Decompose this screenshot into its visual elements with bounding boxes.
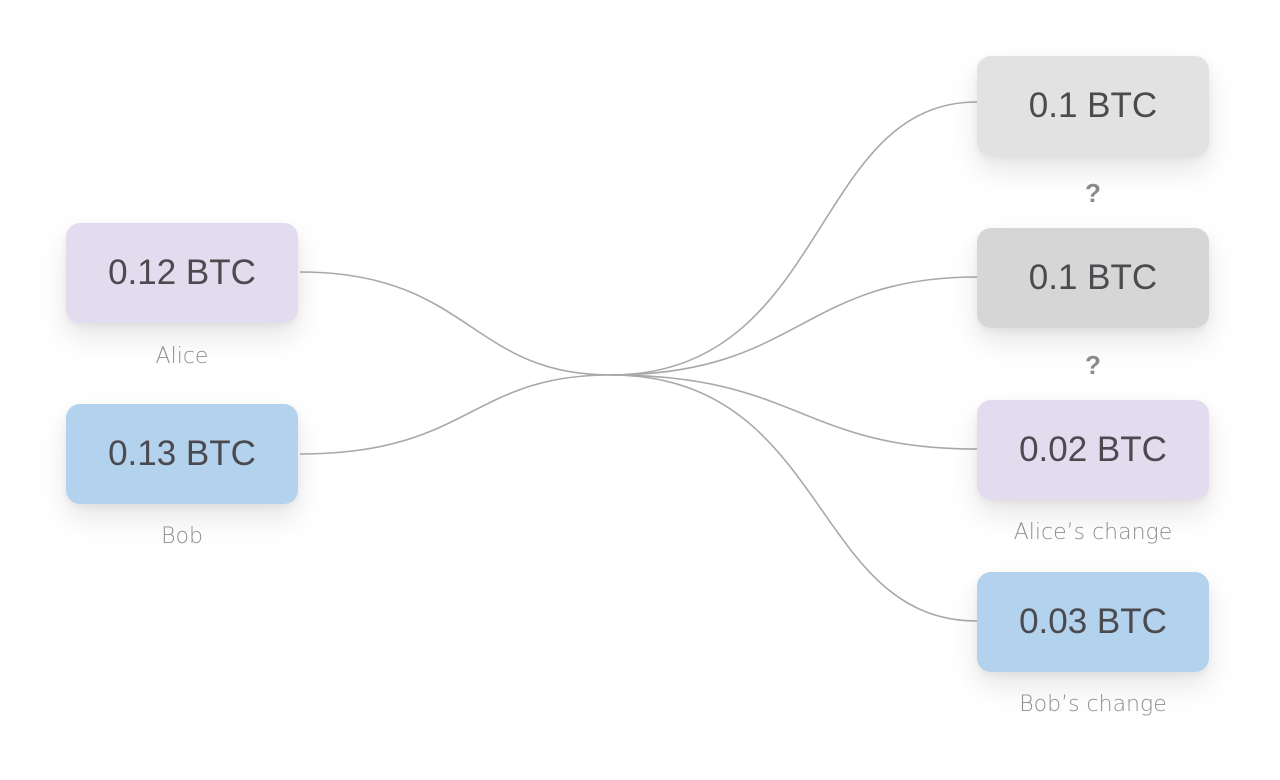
output-box-1: 0.1 BTC: [977, 56, 1209, 156]
output-label-alice-change: Alice’s change: [1013, 520, 1173, 545]
input-label-alice: Alice: [155, 344, 209, 369]
unknown-owner-marker-1: ?: [1085, 178, 1101, 208]
input-label-bob: Bob: [161, 524, 203, 549]
output-box-bob-change: 0.03 BTC: [977, 572, 1209, 672]
flow-line-alice-input: [299, 271, 611, 376]
output-amount-2: 0.1 BTC: [1028, 258, 1158, 297]
input-amount-alice: 0.12 BTC: [108, 253, 256, 292]
flow-line-bob-input: [299, 374, 611, 455]
unknown-owner-marker-2: ?: [1085, 350, 1101, 380]
output-amount-bob-change: 0.03 BTC: [1019, 602, 1167, 641]
output-box-2: 0.1 BTC: [977, 228, 1209, 328]
output-label-bob-change: Bob’s change: [1019, 692, 1167, 717]
flow-line-output-3: [609, 374, 978, 450]
flow-line-output-2: [609, 276, 978, 376]
input-box-bob: 0.13 BTC: [66, 404, 298, 504]
output-box-alice-change: 0.02 BTC: [977, 400, 1209, 500]
input-box-alice: 0.12 BTC: [66, 223, 298, 323]
flow-line-output-4: [609, 374, 978, 622]
flow-line-output-1: [609, 101, 978, 376]
output-amount-alice-change: 0.02 BTC: [1019, 430, 1167, 469]
input-amount-bob: 0.13 BTC: [108, 434, 256, 473]
output-amount-1: 0.1 BTC: [1028, 86, 1158, 125]
